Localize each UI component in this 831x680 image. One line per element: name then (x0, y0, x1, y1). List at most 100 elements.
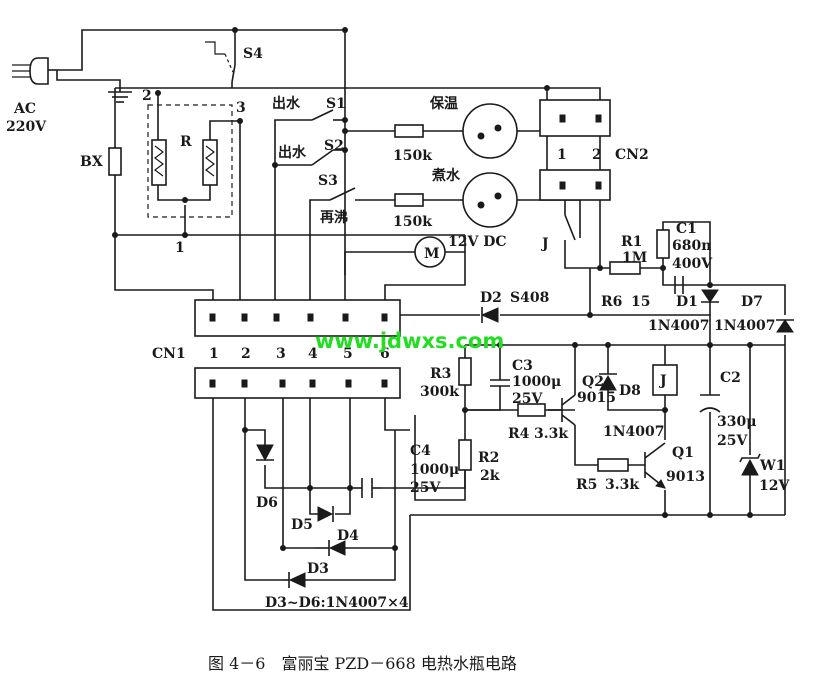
cn1-connector-top (194, 299, 401, 337)
cn2-connector-top (539, 99, 611, 137)
label-node2: 2 (142, 88, 152, 104)
label-pin-1: 1 (209, 346, 219, 362)
label-c2-v: 25V (717, 433, 748, 449)
label-s2: S2 (324, 138, 344, 154)
label-c4-v: 25V (410, 480, 441, 496)
label-motor: M (424, 246, 440, 262)
fuse-bx (108, 147, 122, 176)
switch-s4 (205, 41, 236, 83)
label-220v: 220V (6, 119, 47, 135)
label-r3: R3 (430, 366, 451, 382)
label-baowen: 保温 (429, 95, 458, 112)
relay-coil-j (652, 364, 678, 396)
label-d7-part: 1N4007 (714, 318, 776, 334)
motor-icon (414, 236, 446, 268)
ac-plug-icon (12, 57, 57, 85)
label-node3: 3 (236, 100, 246, 116)
capacitor-c1 (656, 229, 670, 259)
label-c4: C4 (410, 443, 431, 459)
resistor-r1 (609, 261, 641, 275)
label-pin-6: 6 (380, 346, 390, 362)
diode-d3-icon (283, 572, 306, 588)
label-d1: D1 (676, 294, 698, 310)
label-d3-d6: D3~D6:1N4007×4 (265, 595, 409, 611)
label-c1-val: 680n (672, 238, 711, 254)
label-pin-2: 2 (241, 346, 251, 362)
diode-d6-icon (256, 444, 274, 462)
resistor-150k-1 (394, 124, 424, 138)
label-150k-1: 150k (393, 148, 432, 164)
label-cn2-1: 1 (557, 147, 567, 163)
label-w1: W1 (759, 458, 785, 474)
label-d7: D7 (741, 294, 763, 310)
label-r4-val: 3.3k (534, 426, 568, 442)
ground-icon (108, 91, 132, 103)
label-cn2: CN2 (615, 147, 649, 163)
label-s3: S3 (318, 173, 338, 189)
label-150k-2: 150k (393, 214, 432, 230)
transistor-q2-icon (548, 394, 576, 426)
label-c3-v: 25V (512, 391, 543, 407)
cn1-connector-bottom (194, 367, 401, 399)
label-r3-val: 300k (420, 384, 459, 400)
label-d3: D3 (307, 561, 329, 577)
label-d2-part: S408 (510, 290, 549, 306)
label-cn1: CN1 (152, 346, 186, 362)
label-node1: 1 (175, 240, 185, 256)
label-r2: R2 (478, 450, 499, 466)
wiring (56, 29, 786, 611)
label-c1-v: 400V (672, 256, 713, 272)
lamp-baowen-icon (460, 103, 520, 159)
resistor-150k-2 (394, 193, 424, 207)
label-r5-val: 3.3k (605, 477, 639, 493)
label-r1: R1 (621, 234, 642, 250)
label-c2: C2 (720, 370, 741, 386)
label-c3-val: 1000μ (512, 374, 561, 390)
label-chushui-s1: 出水 (272, 95, 301, 112)
label-c1: C1 (676, 221, 697, 237)
label-r4: R4 (508, 426, 530, 442)
label-d8: D8 (619, 383, 641, 399)
capacitor-c3 (490, 360, 510, 400)
diode-d2-icon (480, 307, 499, 323)
label-pin-5: 5 (343, 346, 353, 362)
diode-d7-icon (776, 319, 794, 333)
resistor-r6 (674, 276, 684, 294)
label-q1: Q1 (672, 445, 694, 461)
watermark: www.jdwxs.com (315, 329, 504, 353)
label-pin-3: 3 (276, 346, 286, 362)
label-r1-val: 1M (622, 250, 647, 266)
diode-d1-icon (701, 289, 719, 303)
figure-caption: 图 4－6 富丽宝 PZD－668 电热水瓶电路 (208, 654, 517, 673)
label-relay: J (658, 373, 667, 389)
label-w1-v: 12V (759, 478, 790, 494)
capacitor-c2 (699, 394, 721, 413)
label-r5: R5 (576, 477, 597, 493)
switch-s2 (311, 149, 334, 166)
label-c3: C3 (512, 358, 533, 374)
label-zaifei: 再沸 (320, 209, 348, 226)
label-pin-4: 4 (308, 346, 318, 362)
label-d1-part: 1N4007 (648, 318, 710, 334)
switch-s1 (311, 109, 334, 121)
labels: AC 220V BX S4 2 3 1 R 出水 S1 出水 S2 S3 再沸 … (6, 46, 790, 673)
label-r2-val: 2k (480, 468, 500, 484)
resistor-r3 (458, 357, 472, 386)
lamp-zhushui-icon (460, 172, 520, 228)
label-d4: D4 (337, 528, 359, 544)
label-d6: D6 (256, 495, 278, 511)
label-motor-rating: 12V DC (448, 234, 507, 250)
capacitor-c4 (361, 478, 382, 498)
label-r6-val: 15 (631, 294, 650, 310)
label-cn2-2: 2 (592, 147, 602, 163)
label-q2: Q2 (582, 374, 604, 390)
label-r6: R6 (601, 294, 622, 310)
transistor-q1-icon (644, 442, 666, 489)
label-q2-part: 9015 (577, 390, 616, 406)
diode-d4-icon (315, 540, 346, 556)
resistor-r2 (458, 439, 472, 471)
label-s4: S4 (243, 46, 263, 62)
zener-w1-icon (739, 453, 761, 476)
label-d8-part: 1N4007 (603, 424, 665, 440)
